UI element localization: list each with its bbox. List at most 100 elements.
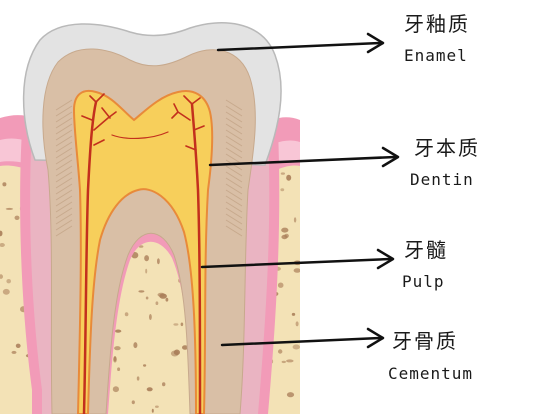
- bone-pore: [151, 408, 154, 413]
- dentin-tubule-line: [55, 123, 73, 135]
- bone-pore: [182, 345, 188, 350]
- bone-pore: [138, 290, 145, 293]
- bone-pore: [291, 312, 296, 316]
- pulp-chamber: [72, 90, 214, 414]
- bone-pore: [157, 258, 160, 265]
- dentin-tubule-line: [55, 189, 73, 201]
- dentin-tubule-line: [55, 147, 73, 159]
- bone-pore: [293, 217, 297, 223]
- bone-pore: [165, 297, 169, 302]
- dentin-tubule-line: [55, 171, 73, 183]
- bone-pore: [277, 282, 284, 288]
- bone-pore: [136, 376, 140, 381]
- cementum-label-chinese: 牙骨质: [392, 329, 458, 353]
- bone-pore: [145, 296, 149, 300]
- dentin-tubule-line: [225, 99, 243, 111]
- dentin-tubule-line: [55, 177, 73, 189]
- dentin-tubule-line: [55, 117, 73, 129]
- bone-pore: [280, 172, 285, 175]
- dentin-tubule-line: [225, 207, 243, 219]
- bone-pore: [138, 245, 144, 248]
- bone-pore: [286, 359, 294, 363]
- dentin-tubule-line: [225, 183, 243, 195]
- bone-pore: [2, 288, 10, 295]
- dentin-arrow: [208, 146, 400, 168]
- bone-pore: [155, 405, 159, 408]
- dentin-tubule-line: [55, 111, 73, 123]
- bone-pore: [286, 392, 295, 398]
- bone-pore: [0, 243, 5, 247]
- bone-pore: [133, 342, 138, 349]
- dentin-tubule-line: [225, 153, 243, 165]
- dentin-tubule-line: [225, 201, 243, 213]
- bone-pore: [117, 367, 121, 372]
- bone-pore: [149, 314, 152, 320]
- dentin-tubule-line: [55, 105, 73, 117]
- cementum-label-english: Cementum: [388, 364, 474, 383]
- bone-pore: [144, 255, 150, 262]
- enamel-label-chinese: 牙釉质: [404, 12, 470, 36]
- bone-pore: [293, 268, 300, 273]
- dentin-tubule-line: [225, 117, 243, 129]
- bone-pore: [6, 279, 11, 284]
- bone-pore: [281, 360, 286, 364]
- dentin-tubule-line: [225, 147, 243, 159]
- bone-pore: [145, 268, 148, 274]
- dentin-tubule-line: [55, 201, 73, 213]
- dentin-tubule-line: [55, 165, 73, 177]
- bone-pore: [5, 207, 14, 210]
- bone-pore: [278, 349, 283, 354]
- dentin-tubule-line: [225, 189, 243, 201]
- bone-pore: [159, 293, 167, 299]
- dentin-tubule-line: [225, 141, 243, 153]
- bone-pore: [281, 234, 288, 240]
- cementum-arrow: [220, 327, 385, 349]
- bone-pore: [2, 182, 7, 187]
- bone-pore: [155, 301, 159, 306]
- bone-pore: [14, 215, 20, 220]
- dentin-label-english: Dentin: [410, 170, 474, 189]
- dentin-tubule-line: [55, 195, 73, 207]
- pulp-arrow: [200, 248, 395, 270]
- bone-pore: [15, 343, 21, 348]
- bone-pore: [124, 312, 129, 317]
- bone-pore: [280, 188, 285, 192]
- dentin-tubule-line: [55, 153, 73, 165]
- bone-pore: [292, 344, 300, 350]
- dentin-tubule-line: [225, 135, 243, 147]
- pulp-label-english: Pulp: [402, 272, 445, 291]
- bone-pore: [11, 350, 17, 354]
- dentin-tubule-line: [225, 165, 243, 177]
- bone-pore: [162, 382, 166, 387]
- bone-pore: [143, 364, 147, 367]
- dentin-tubule-line: [225, 225, 243, 237]
- bone-pore: [114, 329, 122, 333]
- bone-pore: [0, 230, 3, 237]
- bone-pore: [173, 349, 180, 356]
- enamel-arrow: [216, 32, 385, 54]
- dentin-tubule-line: [55, 225, 73, 237]
- bone-pore: [180, 322, 184, 327]
- dentin-label-chinese: 牙本质: [414, 136, 480, 160]
- dentin-tubule-line: [55, 219, 73, 231]
- dentin-tubule-line: [225, 105, 243, 117]
- dentin-tubule-line: [55, 183, 73, 195]
- dentin-tubule-line: [225, 129, 243, 141]
- bone-pore: [146, 387, 153, 392]
- bone-pore: [114, 346, 121, 351]
- enamel-label-english: Enamel: [404, 46, 468, 65]
- dentin-tubule-line: [225, 219, 243, 231]
- dentin-tubule-line: [55, 129, 73, 141]
- pulp-nerves: [81, 93, 205, 414]
- dentin-tubule-line: [225, 177, 243, 189]
- dentin-tubule-line: [55, 213, 73, 225]
- bone-pore: [173, 323, 179, 326]
- bone-pore: [131, 400, 135, 405]
- bone-pore: [112, 386, 119, 393]
- bone-pore: [0, 274, 3, 279]
- bone-pore: [281, 227, 289, 233]
- bone-pore: [113, 356, 117, 363]
- bone-pore: [286, 174, 292, 181]
- dentin-tubule-line: [55, 141, 73, 153]
